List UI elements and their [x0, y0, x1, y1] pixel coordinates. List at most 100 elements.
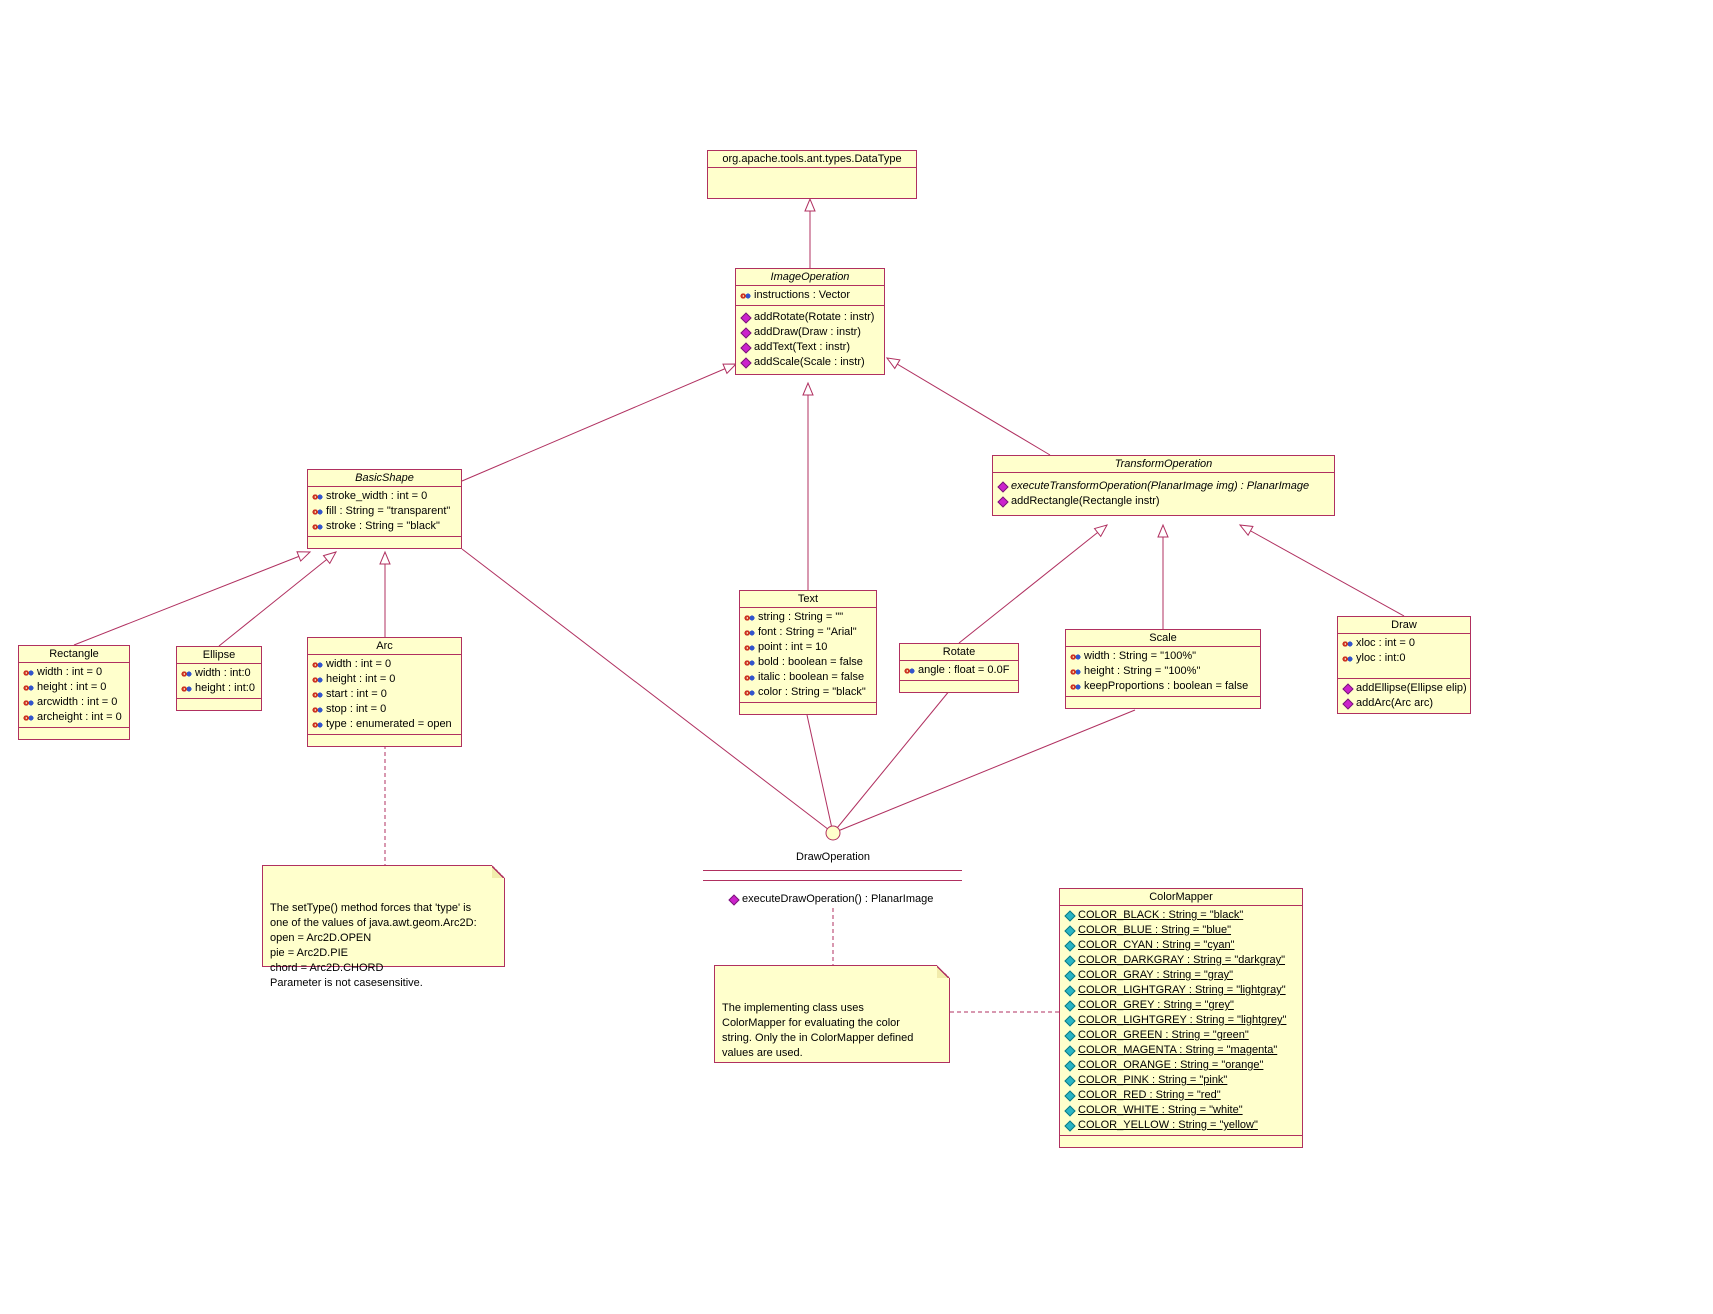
class-box-colormapper[interactable]: ColorMapper COLOR_BLACK : String = "blac…: [1059, 888, 1303, 1148]
member-row: executeTransformOperation(PlanarImage im…: [995, 479, 1332, 494]
member-row: color : String = "black": [742, 685, 874, 700]
class-title-ellipse: Ellipse: [177, 647, 261, 664]
member-row: COLOR_BLACK : String = "black": [1062, 908, 1300, 923]
class-box-scale[interactable]: Scale width : String = "100%"height : St…: [1065, 629, 1261, 709]
member-row: fill : String = "transparent": [310, 504, 459, 519]
class-box-ellipse[interactable]: Ellipse width : int:0 height : int:0: [176, 646, 262, 711]
static-attribute-icon: [1064, 1031, 1075, 1041]
attribute-icon: [740, 290, 751, 301]
attribute-icon: [312, 521, 323, 532]
method-compartment: addEllipse(Ellipse elip)addArc(Arc arc): [1338, 678, 1470, 713]
member-label: width : int = 0: [37, 666, 103, 678]
member-label: COLOR_GREEN : String = "green": [1078, 1029, 1249, 1041]
member-label: COLOR_YELLOW : String = "yellow": [1078, 1119, 1258, 1131]
attribute-compartment: COLOR_BLACK : String = "black"COLOR_BLUE…: [1060, 906, 1302, 1135]
member-label: angle : float = 0.0F: [918, 664, 1010, 676]
attribute-icon: [312, 704, 323, 715]
attribute-icon: [744, 672, 755, 683]
interface-separator-line: [703, 880, 962, 881]
note-fold-corner-icon: [937, 965, 950, 978]
class-box-imageoperation[interactable]: ImageOperation instructions : Vector add…: [735, 268, 885, 375]
class-box-basicshape[interactable]: BasicShape stroke_width : int = 0 fill : …: [307, 469, 462, 549]
interface-method-compartment: executeDrawOperation() : PlanarImage: [726, 892, 933, 907]
method-compartment: [308, 734, 461, 746]
note-colormapper-usage[interactable]: The implementing class uses ColorMapper …: [714, 965, 950, 1063]
note-arc-settype[interactable]: The setType() method forces that 'type' …: [262, 865, 505, 989]
member-row: COLOR_GRAY : String = "gray": [1062, 968, 1300, 983]
member-label: height : int:0: [195, 682, 255, 694]
edge-scale-to-drawoperation: [832, 709, 1136, 834]
member-row: xloc : int = 0: [1340, 636, 1468, 651]
class-title-datatype: org.apache.tools.ant.types.DataType: [708, 151, 916, 168]
static-attribute-icon: [1064, 1001, 1075, 1011]
attribute-icon: [23, 712, 34, 723]
member-label: stroke_width : int = 0: [326, 490, 428, 502]
class-title-arc: Arc: [308, 638, 461, 655]
interface-separator-line: [703, 870, 962, 871]
static-attribute-icon: [1064, 956, 1075, 966]
member-row: height : int = 0: [310, 672, 459, 687]
interface-name-drawoperation[interactable]: DrawOperation: [796, 851, 870, 863]
attribute-compartment: instructions : Vector: [736, 286, 884, 305]
edge-text-to-drawoperation: [806, 714, 834, 834]
attribute-icon: [1070, 666, 1081, 677]
class-title-basicshape: BasicShape: [308, 470, 461, 487]
member-label: arcwidth : int = 0: [37, 696, 118, 708]
member-row: executeDrawOperation() : PlanarImage: [726, 892, 933, 907]
member-row: height : String = "100%": [1068, 664, 1258, 679]
attribute-icon: [904, 665, 915, 676]
attribute-icon: [312, 506, 323, 517]
member-label: width : int:0: [195, 667, 251, 679]
method-icon: [997, 482, 1008, 492]
member-row: type : enumerated = open: [310, 717, 459, 732]
attribute-icon: [744, 612, 755, 623]
member-row: width : String = "100%": [1068, 649, 1258, 664]
member-label: font : String = "Arial": [758, 626, 857, 638]
class-box-text[interactable]: Text string : String = ""font : String =…: [739, 590, 877, 715]
attribute-icon: [744, 642, 755, 653]
class-box-rotate[interactable]: Rotate angle : float = 0.0F: [899, 643, 1019, 693]
attribute-icon: [744, 657, 755, 668]
member-label: italic : boolean = false: [758, 671, 865, 683]
member-row: addRotate(Rotate : instr): [738, 310, 882, 325]
member-row: addText(Text : instr): [738, 340, 882, 355]
static-attribute-icon: [1064, 1046, 1075, 1056]
member-row: point : int = 10: [742, 640, 874, 655]
member-row: COLOR_GREY : String = "grey": [1062, 998, 1300, 1013]
drawoperation-interface-circle-icon: [825, 825, 841, 841]
note-text: The implementing class uses ColorMapper …: [722, 1002, 914, 1059]
member-label: COLOR_GRAY : String = "gray": [1078, 969, 1234, 981]
class-box-datatype[interactable]: org.apache.tools.ant.types.DataType: [707, 150, 917, 199]
member-label: start : int = 0: [326, 688, 387, 700]
edge-ellipse-to-basicshape: [218, 551, 338, 647]
class-title-rotate: Rotate: [900, 644, 1018, 661]
member-label: bold : boolean = false: [758, 656, 863, 668]
attribute-compartment: stroke_width : int = 0 fill : String = "t…: [308, 487, 461, 536]
method-compartment: [177, 698, 261, 710]
class-title-scale: Scale: [1066, 630, 1260, 647]
member-label: addText(Text : instr): [754, 341, 850, 353]
member-row: string : String = "": [742, 610, 874, 625]
method-icon: [997, 497, 1008, 507]
member-row: COLOR_PINK : String = "pink": [1062, 1073, 1300, 1088]
member-row: addRectangle(Rectangle instr): [995, 494, 1332, 509]
member-label: addDraw(Draw : instr): [754, 326, 861, 338]
static-attribute-icon: [1064, 1106, 1075, 1116]
member-row: COLOR_LIGHTGREY : String = "lightgrey": [1062, 1013, 1300, 1028]
member-label: COLOR_CYAN : String = "cyan": [1078, 939, 1235, 951]
edge-rectangle-to-basicshape: [73, 551, 312, 646]
attribute-icon: [312, 659, 323, 670]
attribute-compartment: angle : float = 0.0F: [900, 661, 1018, 680]
method-icon: [1342, 684, 1353, 694]
member-label: archeight : int = 0: [37, 711, 122, 723]
member-label: executeDrawOperation() : PlanarImage: [742, 893, 934, 905]
class-box-transformoperation[interactable]: TransformOperation executeTransformOpera…: [992, 455, 1335, 516]
attribute-compartment: [708, 168, 916, 198]
member-label: type : enumerated = open: [326, 718, 452, 730]
member-label: yloc : int:0: [1356, 652, 1406, 664]
attribute-icon: [23, 682, 34, 693]
